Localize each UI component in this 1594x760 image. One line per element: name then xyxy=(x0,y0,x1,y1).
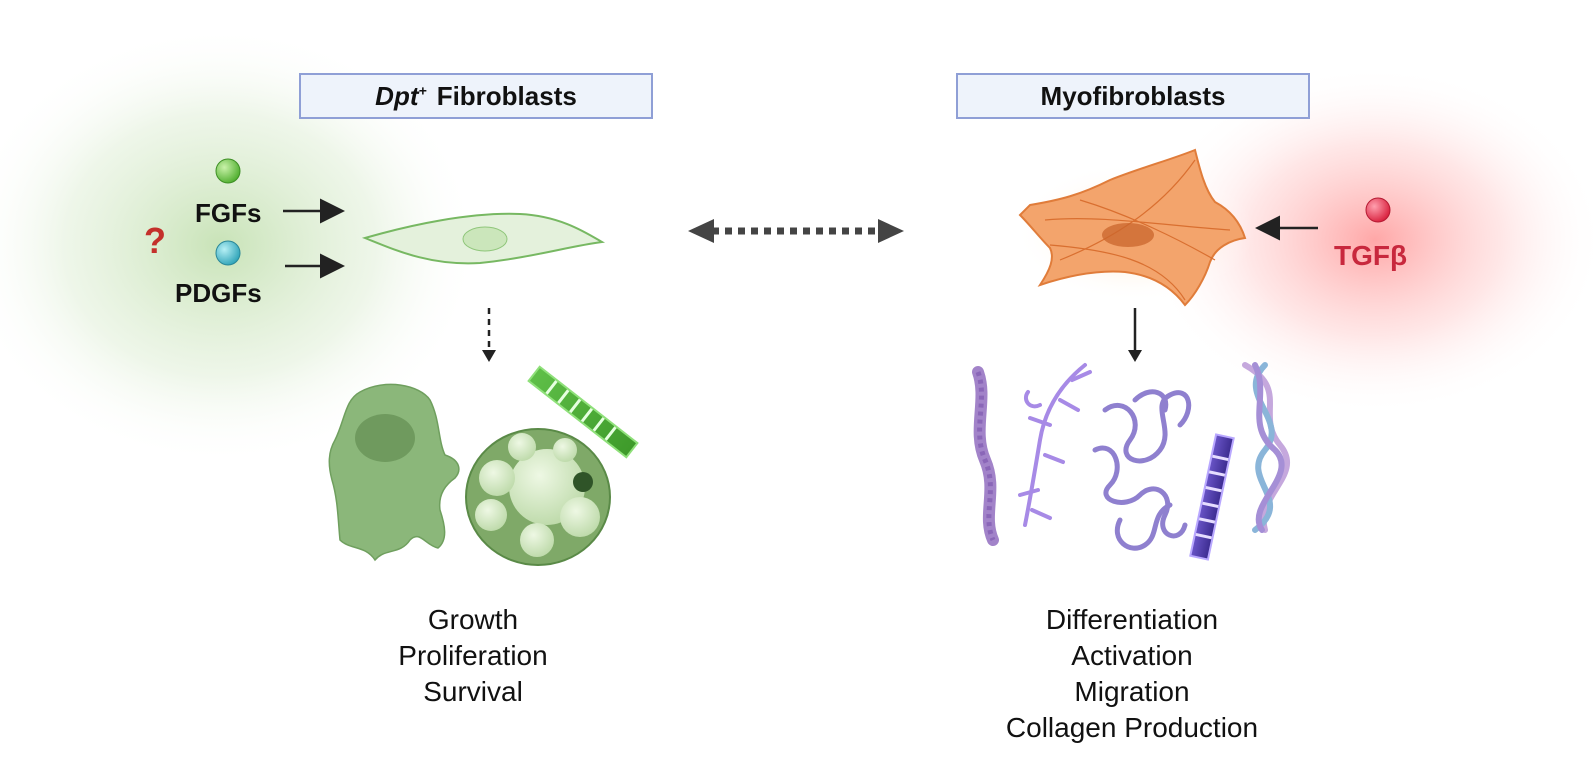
tgf-label: TGFβ xyxy=(1334,240,1408,271)
fibroblast-fate-arrowhead xyxy=(482,350,496,362)
muscle-fiber-icon xyxy=(527,365,639,459)
myofibroblast-fiber xyxy=(1049,244,1186,301)
myofibroblast-fate-arrowhead xyxy=(1128,350,1142,362)
outcome-item: Survival xyxy=(423,676,523,707)
fibroblast-outcomes: Growth Proliferation Survival xyxy=(323,602,623,710)
outcome-item: Collagen Production xyxy=(1005,712,1259,743)
collagen-branched-fiber-icon xyxy=(1018,363,1092,527)
outcome-item: Migration xyxy=(1074,676,1190,707)
collagen-striated-fiber-icon xyxy=(1189,433,1235,561)
myofibroblast-fiber xyxy=(1079,199,1216,261)
fibroblast-title: Fibroblasts xyxy=(436,80,577,111)
transition-arrow-right-head xyxy=(878,219,904,243)
fgf-ligand-icon xyxy=(215,158,241,184)
fibroblast-title-superscript: + xyxy=(418,81,427,98)
fibroblast-glow xyxy=(0,25,480,465)
adipocyte-nucleus-icon xyxy=(573,472,593,492)
fgf-label: FGFs xyxy=(195,198,262,228)
adipocyte-vacuole xyxy=(553,438,577,462)
myofibroblast-fiber xyxy=(1059,159,1196,261)
myofibroblast-outcomes: Differentiation Activation Migration Col… xyxy=(982,602,1282,746)
adipocyte-vacuole xyxy=(560,497,600,537)
myofibroblast-nucleus-icon xyxy=(1102,223,1154,247)
transition-arrow-left-head xyxy=(688,219,714,243)
fibroblast-derived-cell-icon xyxy=(328,383,460,562)
myofibroblast-title: Myofibroblasts xyxy=(1040,80,1226,111)
adipocyte-vacuole xyxy=(508,433,536,461)
tgf-glow xyxy=(1145,65,1594,415)
fibroblast-nucleus-icon xyxy=(462,226,508,252)
outcome-item: Activation xyxy=(1071,640,1193,671)
collagen-mesh-icon xyxy=(1092,389,1192,551)
fibroblast-title-marker: Dpt+ xyxy=(375,81,427,112)
myofibroblast-title-box: Myofibroblasts xyxy=(956,73,1310,119)
tgf-ligand-icon xyxy=(1365,197,1391,223)
adipocyte-vacuole xyxy=(479,460,515,496)
adipocyte-vacuole xyxy=(475,499,507,531)
outcome-item: Growth xyxy=(427,604,519,635)
pdgf-label: PDGFs xyxy=(175,278,262,308)
outcome-item: Differentiation xyxy=(1045,604,1219,635)
pdgf-ligand-icon xyxy=(215,240,241,266)
adipocyte-vacuole xyxy=(520,523,554,557)
collagen-beaded-fiber-icon xyxy=(972,366,999,546)
outcome-item: Proliferation xyxy=(398,640,548,671)
fibroblast-title-box: Dpt+ Fibroblasts xyxy=(299,73,653,119)
fibroblast-derived-nucleus-icon xyxy=(355,414,415,462)
fibroblast-title-gene: Dpt xyxy=(375,80,419,111)
collagen-triple-helix-icon xyxy=(1242,362,1290,533)
unknown-signal-question-mark: ? xyxy=(144,220,166,261)
